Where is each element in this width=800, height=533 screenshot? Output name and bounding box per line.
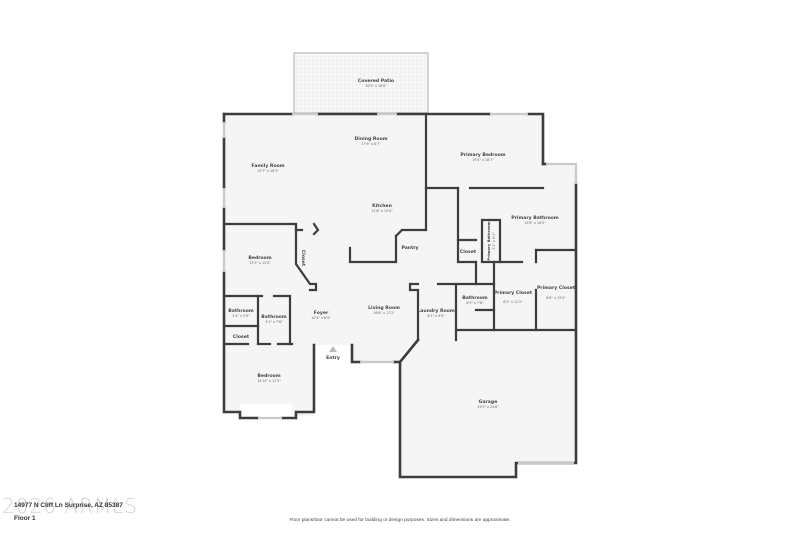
svg-text:6'1" x 9'9": 6'1" x 9'9": [427, 314, 445, 318]
svg-text:3'1" x 6'3": 3'1" x 6'3": [492, 232, 496, 250]
room-closet-bedroom-1[interactable]: Closet: [300, 250, 306, 267]
room-bedroom-1[interactable]: Bedroom 13'3" x 12'0": [248, 255, 271, 265]
svg-text:Dining Room: Dining Room: [354, 136, 387, 142]
room-primary-bathroom[interactable]: Primary Bathroom 19'6" x 10'5": [511, 215, 559, 225]
room-laundry-room[interactable]: Laundry Room 6'1" x 9'9": [417, 308, 455, 318]
svg-text:Kitchen: Kitchen: [372, 203, 392, 209]
svg-text:Bathroom: Bathroom: [261, 314, 287, 320]
svg-text:5'1" x 7'6": 5'1" x 7'6": [265, 320, 283, 324]
svg-text:Bathroom: Bathroom: [462, 295, 488, 301]
svg-text:Primary Bathroom: Primary Bathroom: [486, 221, 491, 260]
room-family-room[interactable]: Family Room 15'7" x 18'3": [251, 163, 284, 173]
svg-text:Laundry Room: Laundry Room: [417, 308, 455, 314]
address-label: 14977 N Cliff Ln Surprise, AZ 85387: [14, 502, 123, 509]
svg-text:15'7" x 18'3": 15'7" x 18'3": [257, 169, 279, 173]
room-closet-hall[interactable]: Closet: [233, 334, 250, 340]
room-pantry[interactable]: Pantry: [401, 245, 418, 251]
svg-text:Closet: Closet: [300, 250, 306, 267]
svg-text:6'5" x 11'2": 6'5" x 11'2": [503, 300, 523, 304]
svg-text:29'5" x 24'6": 29'5" x 24'6": [477, 405, 499, 409]
svg-text:16'6" x 17'2": 16'6" x 17'2": [373, 311, 395, 315]
windows: [222, 112, 578, 465]
room-primary-closet-2[interactable]: Primary Closet 6'6" x 13'4": [537, 285, 576, 300]
svg-text:Bedroom: Bedroom: [257, 373, 280, 379]
watermark: 2026 ARMLS: [2, 494, 138, 518]
exterior-walls: [222, 112, 578, 479]
floor-label: Floor 1: [14, 515, 36, 522]
room-bathroom-2[interactable]: Bathroom 5'1" x 7'6": [261, 314, 287, 324]
svg-text:17'9" x 8'7": 17'9" x 8'7": [361, 142, 381, 146]
svg-text:14'10" x 12'5": 14'10" x 12'5": [257, 379, 281, 383]
svg-text:10'4" x 6'9": 10'4" x 6'9": [311, 316, 331, 320]
svg-text:Pantry: Pantry: [401, 245, 418, 251]
svg-text:13'3" x 12'0": 13'3" x 12'0": [249, 261, 271, 265]
svg-text:6'6" x 13'4": 6'6" x 13'4": [546, 296, 566, 300]
room-dining-room[interactable]: Dining Room 17'9" x 8'7": [354, 136, 387, 146]
svg-text:19'4" x 16'7": 19'4" x 16'7": [472, 158, 494, 162]
entry-label: Entry: [326, 355, 340, 361]
room-bedroom-2[interactable]: Bedroom 14'10" x 12'5": [257, 373, 281, 383]
svg-text:Primary Closet: Primary Closet: [494, 290, 533, 296]
svg-text:6'3" x 7'8": 6'3" x 7'8": [466, 301, 484, 305]
svg-text:Family Room: Family Room: [251, 163, 284, 169]
room-primary-closet-1[interactable]: Primary Closet 6'5" x 11'2": [494, 290, 533, 304]
disclaimer-text: Floor plans/tour cannot be used for buil…: [289, 518, 511, 523]
room-bathroom-3[interactable]: Bathroom 6'3" x 7'8": [462, 295, 488, 305]
room-closet-primary[interactable]: Closet: [460, 249, 477, 255]
interior-walls: [222, 112, 578, 346]
svg-text:Foyer: Foyer: [314, 310, 329, 316]
svg-text:Living Room: Living Room: [368, 305, 400, 311]
room-foyer[interactable]: Foyer 10'4" x 6'9": [311, 310, 331, 320]
house-floor: [224, 114, 576, 477]
svg-text:Garage: Garage: [479, 399, 498, 405]
svg-text:5'4" x 5'9": 5'4" x 5'9": [232, 314, 250, 318]
entry-arrow-icon: [329, 346, 337, 352]
svg-text:Primary Closet: Primary Closet: [537, 285, 576, 291]
svg-text:12'6" x 15'0": 12'6" x 15'0": [371, 209, 393, 213]
room-bathroom-1[interactable]: Bathroom 5'4" x 5'9": [228, 308, 254, 318]
svg-text:Bedroom: Bedroom: [248, 255, 271, 261]
room-living-room[interactable]: Living Room 16'6" x 17'2": [368, 305, 400, 315]
svg-text:19'6" x 10'5": 19'6" x 10'5": [524, 221, 546, 225]
svg-text:Bathroom: Bathroom: [228, 308, 254, 314]
room-primary-bedroom[interactable]: Primary Bedroom 19'4" x 16'7": [460, 152, 505, 162]
room-covered-patio[interactable]: Covered Patio 30'5" x 10'0": [358, 78, 394, 88]
svg-text:Closet: Closet: [460, 249, 477, 255]
svg-text:Primary Bedroom: Primary Bedroom: [460, 152, 505, 158]
svg-text:30'5" x 10'0": 30'5" x 10'0": [365, 84, 387, 88]
svg-text:Closet: Closet: [233, 334, 250, 340]
svg-text:Primary Bathroom: Primary Bathroom: [511, 215, 559, 221]
svg-text:Covered Patio: Covered Patio: [358, 78, 394, 84]
room-garage[interactable]: Garage 29'5" x 24'6": [477, 399, 499, 409]
room-primary-bathroom-wc[interactable]: Primary Bathroom 3'1" x 6'3": [486, 221, 496, 260]
room-kitchen[interactable]: Kitchen 12'6" x 15'0": [371, 203, 393, 213]
